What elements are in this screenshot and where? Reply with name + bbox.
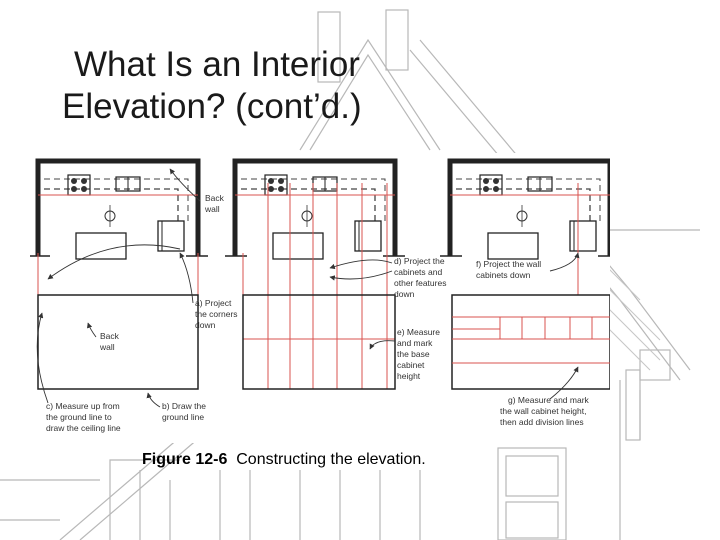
plan-view-3 [440, 161, 610, 259]
figure-caption: Figure 12-6 Constructing the elevation. [142, 451, 426, 469]
title-line-1: What Is an Interior [74, 45, 360, 84]
elevation-box-2 [242, 294, 396, 390]
projection-lines-2 [242, 183, 395, 389]
elevation-box-3 [451, 294, 610, 390]
plan-view-2 [225, 161, 405, 259]
caption-label: Figure 12-6 [142, 451, 228, 468]
wall-cabinet-divisions [452, 316, 610, 364]
plan-view-1 [30, 161, 208, 259]
elevation-box-1 [37, 294, 199, 390]
caption-text: Constructing the elevation. [236, 451, 426, 468]
slide-title: What Is an Interior Elevation? (cont’d.) [62, 44, 442, 128]
title-line-2: Elevation? (cont’d.) [62, 87, 362, 126]
